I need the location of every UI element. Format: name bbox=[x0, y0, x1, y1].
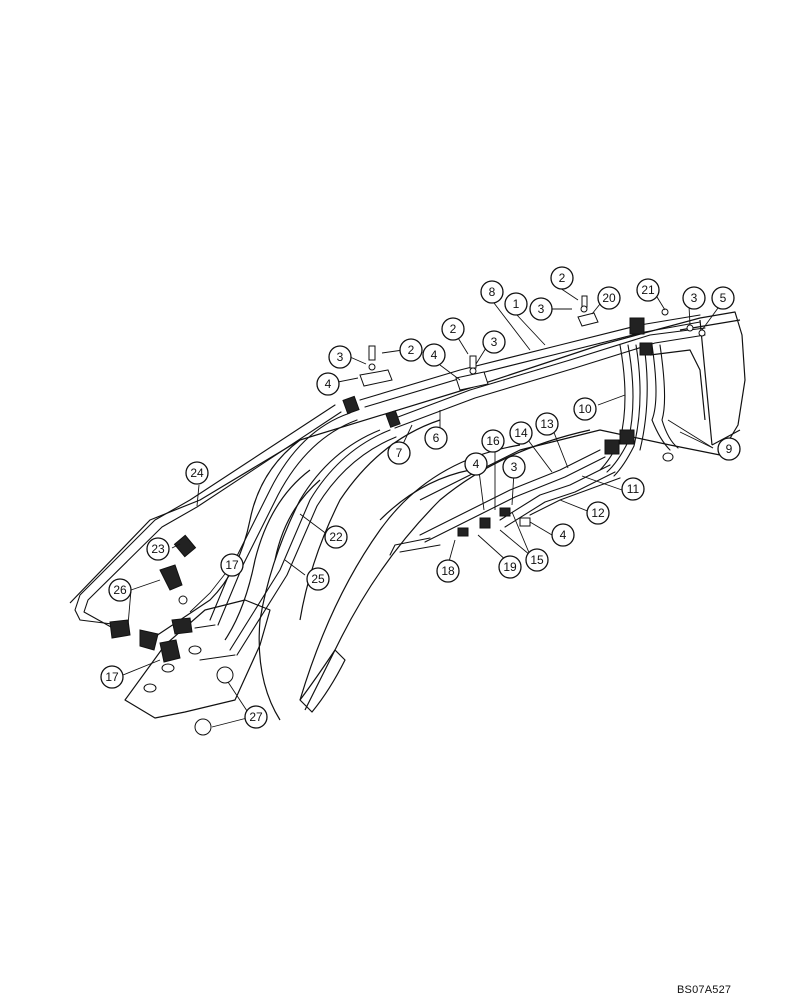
callout: 1 bbox=[504, 292, 528, 316]
callout: 3 bbox=[502, 455, 526, 479]
callout: 5 bbox=[711, 286, 735, 310]
callouts: 1 2 3 20 8 21 3 5 2 3 2 3 4 4 7 6 10 9 1… bbox=[100, 266, 741, 729]
svg-text:4: 4 bbox=[560, 528, 567, 542]
callout: 24 bbox=[185, 461, 209, 485]
svg-text:17: 17 bbox=[225, 558, 239, 572]
svg-text:16: 16 bbox=[486, 434, 500, 448]
svg-text:17: 17 bbox=[105, 670, 119, 684]
callout: 2 bbox=[441, 317, 465, 341]
svg-text:21: 21 bbox=[641, 283, 655, 297]
callout: 7 bbox=[387, 441, 411, 465]
callout: 3 bbox=[482, 330, 506, 354]
hydraulic-tubes bbox=[74, 314, 706, 661]
callout: 8 bbox=[480, 280, 504, 304]
svg-text:22: 22 bbox=[329, 530, 343, 544]
callout: 9 bbox=[717, 437, 741, 461]
callout: 13 bbox=[535, 412, 559, 436]
svg-text:12: 12 bbox=[591, 506, 605, 520]
callout: 4 bbox=[422, 343, 446, 367]
svg-text:9: 9 bbox=[726, 442, 733, 456]
svg-text:14: 14 bbox=[514, 426, 528, 440]
loader-arm-body bbox=[69, 311, 746, 721]
callout: 4 bbox=[464, 452, 488, 476]
svg-text:23: 23 bbox=[151, 542, 165, 556]
callout: 2 bbox=[550, 266, 574, 290]
callout: 27 bbox=[244, 705, 268, 729]
callout: 18 bbox=[436, 559, 460, 583]
svg-text:2: 2 bbox=[408, 343, 415, 357]
svg-text:2: 2 bbox=[450, 322, 457, 336]
callout: 3 bbox=[529, 297, 553, 321]
svg-text:6: 6 bbox=[433, 431, 440, 445]
svg-text:3: 3 bbox=[538, 302, 545, 316]
svg-text:3: 3 bbox=[691, 291, 698, 305]
svg-text:10: 10 bbox=[578, 402, 592, 416]
fittings bbox=[109, 295, 706, 736]
svg-text:24: 24 bbox=[190, 466, 204, 480]
svg-text:18: 18 bbox=[441, 564, 455, 578]
svg-text:3: 3 bbox=[491, 335, 498, 349]
callout: 2 bbox=[399, 338, 423, 362]
callout: 6 bbox=[424, 426, 448, 450]
svg-text:15: 15 bbox=[530, 553, 544, 567]
svg-text:20: 20 bbox=[602, 291, 616, 305]
svg-text:25: 25 bbox=[311, 572, 325, 586]
callout: 19 bbox=[498, 555, 522, 579]
callout: 4 bbox=[551, 523, 575, 547]
callout: 21 bbox=[636, 278, 660, 302]
svg-text:3: 3 bbox=[337, 350, 344, 364]
callout: 3 bbox=[682, 286, 706, 310]
svg-text:5: 5 bbox=[720, 291, 727, 305]
svg-text:1: 1 bbox=[513, 297, 520, 311]
callout: 4 bbox=[316, 372, 340, 396]
callout: 12 bbox=[586, 501, 610, 525]
callout: 23 bbox=[146, 537, 170, 561]
svg-text:19: 19 bbox=[503, 560, 517, 574]
callout: 17 bbox=[100, 665, 124, 689]
callout: 22 bbox=[324, 525, 348, 549]
callout: 26 bbox=[108, 578, 132, 602]
svg-text:8: 8 bbox=[489, 285, 496, 299]
svg-text:3: 3 bbox=[511, 460, 518, 474]
svg-text:4: 4 bbox=[473, 457, 480, 471]
callout: 25 bbox=[306, 567, 330, 591]
svg-text:2: 2 bbox=[559, 271, 566, 285]
svg-text:26: 26 bbox=[113, 583, 127, 597]
figure-code: BS07A527 bbox=[677, 984, 732, 996]
callout: 17 bbox=[220, 553, 244, 577]
callout: 14 bbox=[509, 421, 533, 445]
svg-text:4: 4 bbox=[431, 348, 438, 362]
svg-text:27: 27 bbox=[249, 710, 263, 724]
callout: 11 bbox=[621, 477, 645, 501]
svg-text:7: 7 bbox=[396, 446, 403, 460]
svg-text:11: 11 bbox=[627, 482, 640, 496]
callout: 15 bbox=[525, 548, 549, 572]
svg-text:4: 4 bbox=[325, 377, 332, 391]
callout: 16 bbox=[481, 429, 505, 453]
callout: 10 bbox=[573, 397, 597, 421]
svg-text:13: 13 bbox=[540, 417, 554, 431]
callout: 3 bbox=[328, 345, 352, 369]
callout: 20 bbox=[597, 286, 621, 310]
